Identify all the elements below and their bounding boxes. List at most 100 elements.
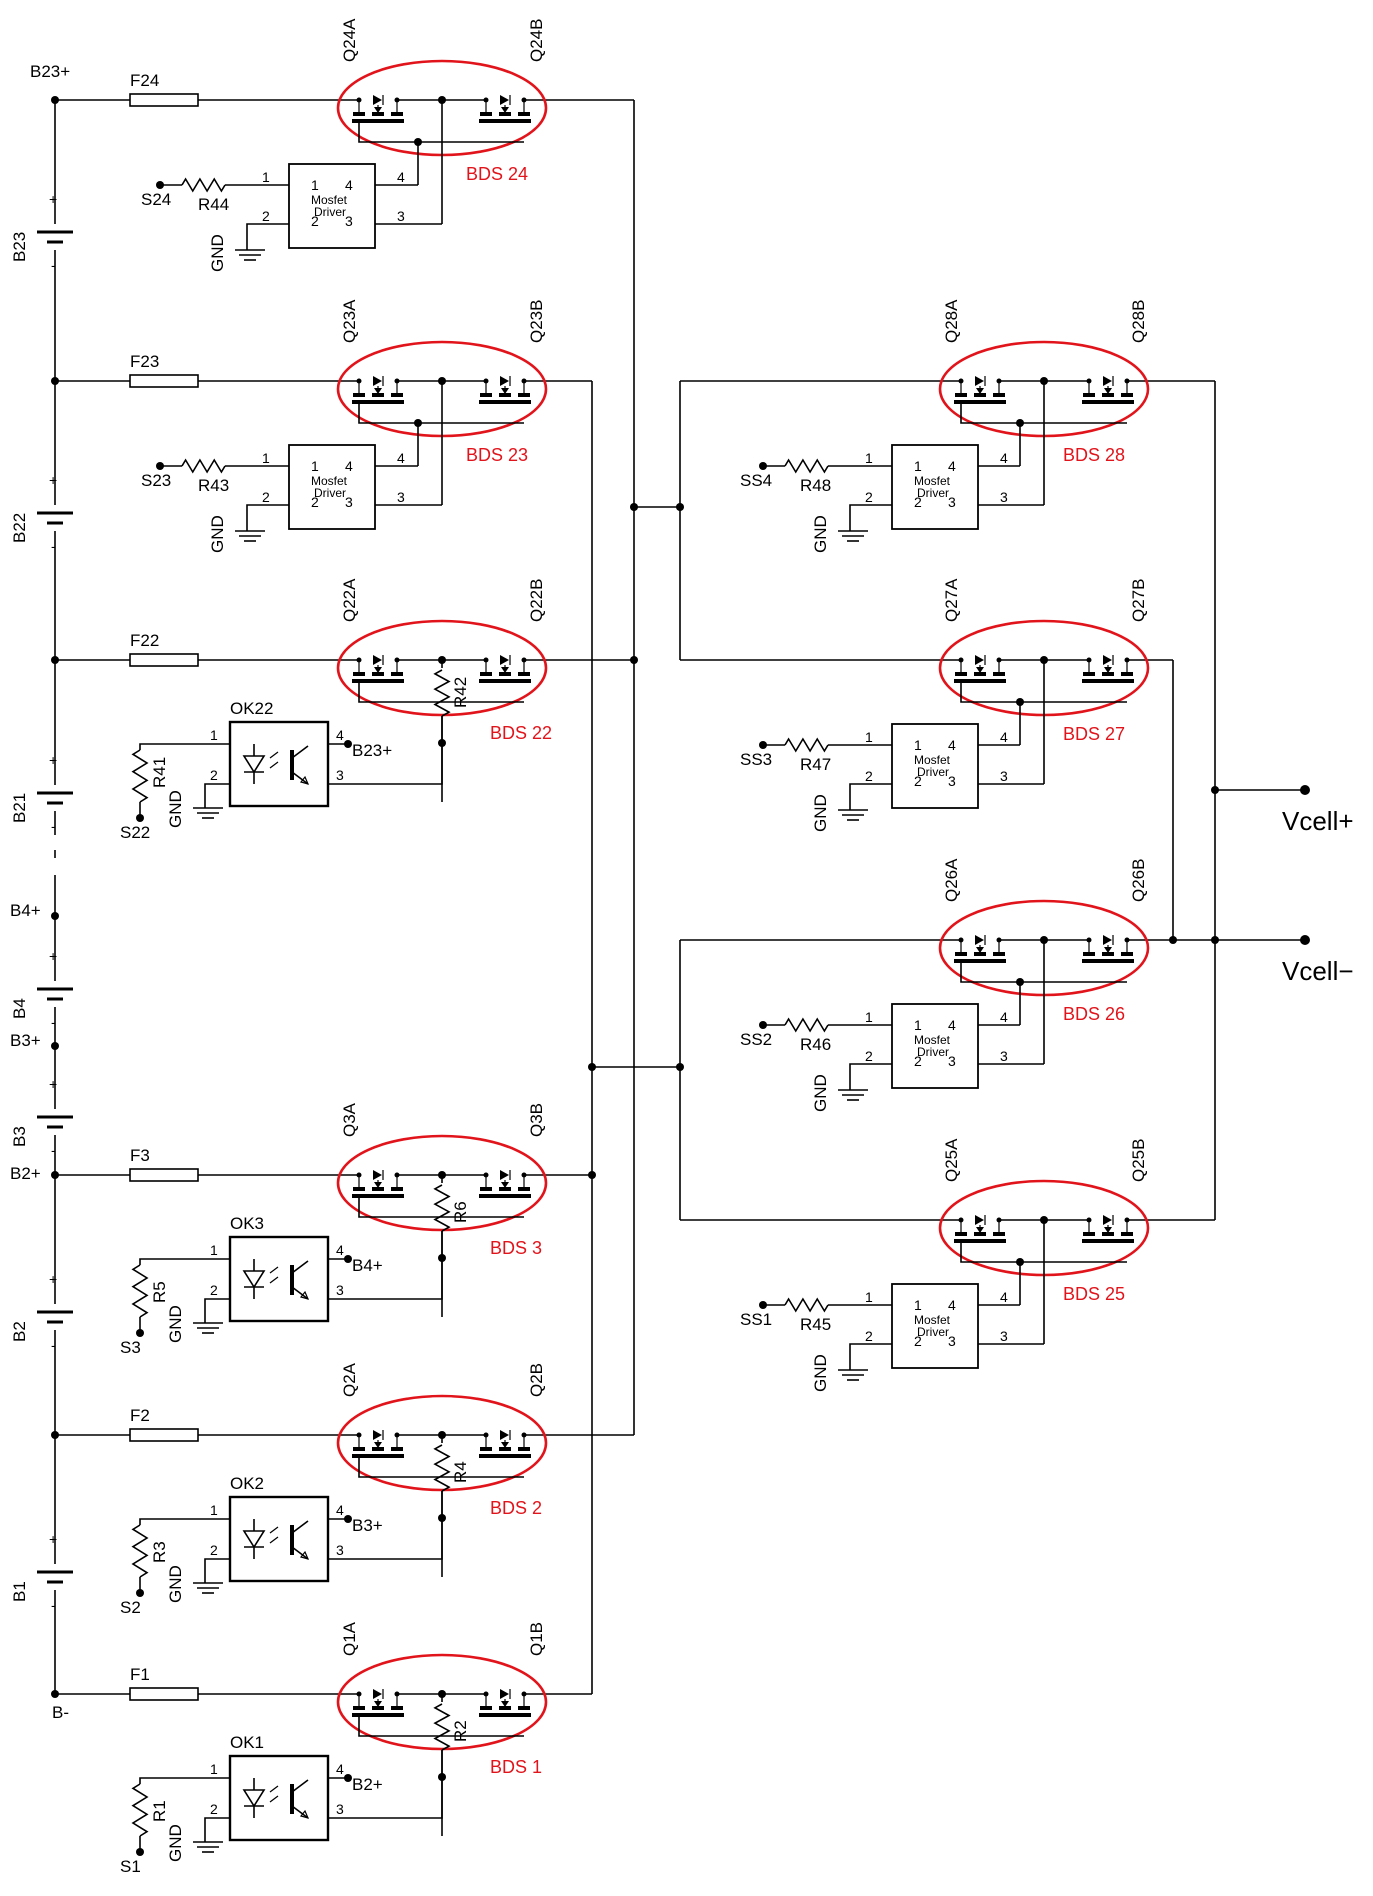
bds-label: BDS 1 [490, 1757, 542, 1777]
bds-highlight [336, 1394, 548, 1492]
mosfet-arrow [374, 1182, 382, 1188]
body-diode [975, 376, 984, 386]
body-diode [500, 1689, 509, 1699]
driver-label: Mosfet [311, 474, 348, 488]
bds-highlight [336, 1653, 548, 1751]
gnd-label: GND [811, 794, 830, 832]
mosfet-label: Q28B [1129, 300, 1148, 343]
mosfet-label: Q25B [1129, 1139, 1148, 1182]
pin-label: 2 [865, 1328, 873, 1344]
pin-label: 4 [1000, 729, 1008, 745]
pin-label: 3 [336, 767, 344, 783]
driver-label: Mosfet [914, 1313, 951, 1327]
mosfet-label: Q26A [942, 858, 961, 902]
pin-label: 3 [948, 773, 956, 789]
gnd-label: GND [811, 515, 830, 553]
fuse [129, 374, 199, 388]
pin-label: 1 [210, 727, 218, 743]
pin-label: 3 [345, 494, 353, 510]
optocoupler [228, 1235, 330, 1323]
mosfet-label: Q22B [527, 579, 546, 622]
bds-right-2 [763, 899, 1150, 1090]
junction-dot [1300, 785, 1310, 795]
mosfet-arrow [976, 947, 984, 953]
battery-name: B23 [10, 232, 29, 262]
junction-dot [356, 378, 362, 384]
optocoupler [228, 1495, 330, 1583]
gnd-wire [849, 504, 892, 531]
input-resistor [131, 1524, 149, 1578]
junction-dot [1124, 937, 1130, 943]
junction-dot [521, 97, 527, 103]
battery-name: B2 [10, 1321, 29, 1342]
pin-label: 1 [210, 1502, 218, 1518]
pin-label: 2 [914, 773, 922, 789]
signal-label: S23 [141, 471, 171, 490]
junction-dot [356, 97, 362, 103]
junction-dot [51, 377, 59, 385]
pin-label: 3 [336, 1542, 344, 1558]
body-diode [373, 1170, 382, 1180]
pin-label: 1 [311, 177, 319, 193]
gnd-wire [204, 1558, 230, 1583]
resistor-label: R47 [800, 755, 831, 774]
mosfet-arrow [1104, 667, 1112, 673]
gate-wire [358, 121, 524, 143]
pin-label: 1 [914, 737, 922, 753]
phototransistor-emitter [291, 1286, 309, 1300]
gnd-wire [849, 783, 892, 810]
signal-label: S2 [120, 1598, 141, 1617]
gate-wire [960, 1241, 1127, 1263]
mosfet-arrow [1104, 947, 1112, 953]
pin-label: 2 [865, 768, 873, 784]
pin-label: 4 [1000, 450, 1008, 466]
body-diode [975, 1215, 984, 1225]
junction-dot [521, 1432, 527, 1438]
fuse-label: F24 [130, 71, 159, 90]
bds-right-1 [763, 619, 1150, 810]
signal-label: S3 [120, 1338, 141, 1357]
pin-label: 3 [1000, 768, 1008, 784]
driver-label: Driver [917, 486, 949, 500]
phototransistor-emitter [291, 1546, 309, 1560]
pin3-wire [328, 1750, 443, 1819]
bds-label: BDS 26 [1063, 1004, 1125, 1024]
battery-gap [35, 1564, 75, 1590]
pin-label: 2 [311, 213, 319, 229]
bds-label: BDS 28 [1063, 445, 1125, 465]
mosfet-arrow [976, 1227, 984, 1233]
bds-left-3 [131, 1134, 548, 1333]
pin-label: 4 [1000, 1289, 1008, 1305]
pin-label: 4 [345, 458, 353, 474]
mosfet-label: Q1A [340, 1621, 359, 1656]
terminal-label: B2+ [10, 1164, 41, 1183]
vcell-plus-label: Vcell+ [1282, 806, 1354, 836]
pin-label: 4 [336, 1502, 344, 1518]
battery-plus-sign: + [49, 752, 57, 768]
phototransistor-collector [291, 1779, 309, 1793]
bds-left-2 [131, 619, 548, 818]
pin3-wire [328, 716, 443, 785]
junction-dot [51, 1431, 59, 1439]
pin-label: 1 [210, 1761, 218, 1777]
terminal-label: B4+ [10, 901, 41, 920]
junction-dot [1124, 1217, 1130, 1223]
gate-wire [960, 681, 1127, 703]
gnd-wire [849, 1343, 892, 1370]
battery-plus-sign: + [49, 472, 57, 488]
optocoupler [228, 1754, 330, 1842]
pin-label: 1 [865, 1289, 873, 1305]
body-diode [500, 95, 509, 105]
mosfet-label: Q2A [340, 1362, 359, 1397]
battery-minus-sign: - [51, 1142, 56, 1158]
mosfet-arrow [501, 667, 509, 673]
light-arrow [269, 751, 279, 759]
gnd-wire [204, 1298, 230, 1323]
battery-gap [35, 224, 75, 250]
mosfet-label: Q25A [942, 1138, 961, 1182]
pin-label: 1 [865, 729, 873, 745]
light-arrow [269, 1266, 279, 1274]
battery-plus-sign: + [49, 948, 57, 964]
junction-dot [356, 1172, 362, 1178]
